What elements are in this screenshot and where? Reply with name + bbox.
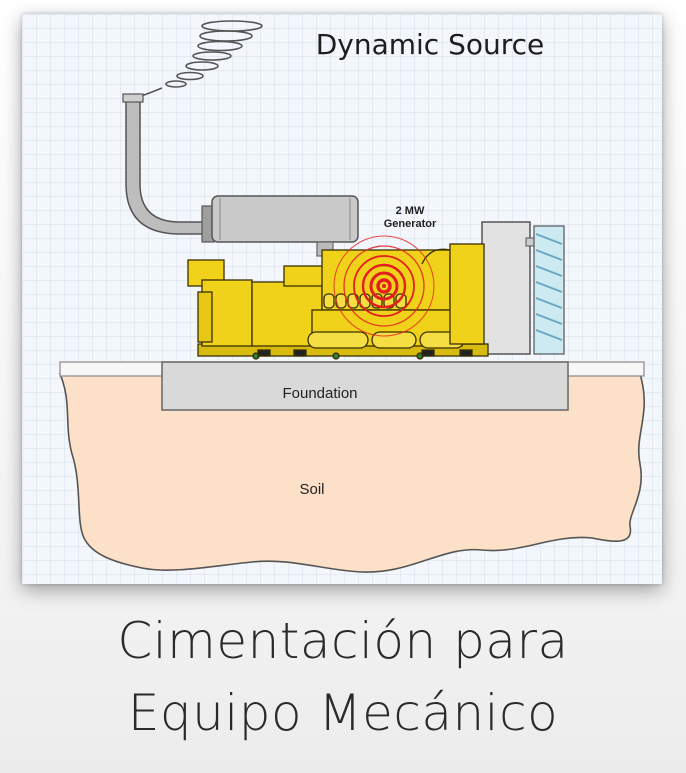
vibration-source-icon	[333, 235, 435, 337]
caption-line1: Cimentación para	[117, 612, 569, 670]
soil-body	[58, 373, 645, 573]
foundation-label: Foundation	[282, 385, 357, 402]
exhaust-smoke-icon	[135, 20, 263, 99]
diagram-title: Dynamic Source	[316, 28, 545, 61]
soil-label: Soil	[299, 481, 324, 498]
generator-label-line2: Generator	[384, 218, 437, 230]
foundation-block	[161, 361, 569, 411]
generator-label-line1: 2 MW	[396, 205, 425, 217]
foundation-diagram: Dynamic Source	[22, 14, 662, 584]
caption-line2: Equipo Mecánico	[127, 684, 559, 742]
diagram-card: Dynamic Source	[22, 14, 662, 584]
radiator	[481, 221, 565, 355]
